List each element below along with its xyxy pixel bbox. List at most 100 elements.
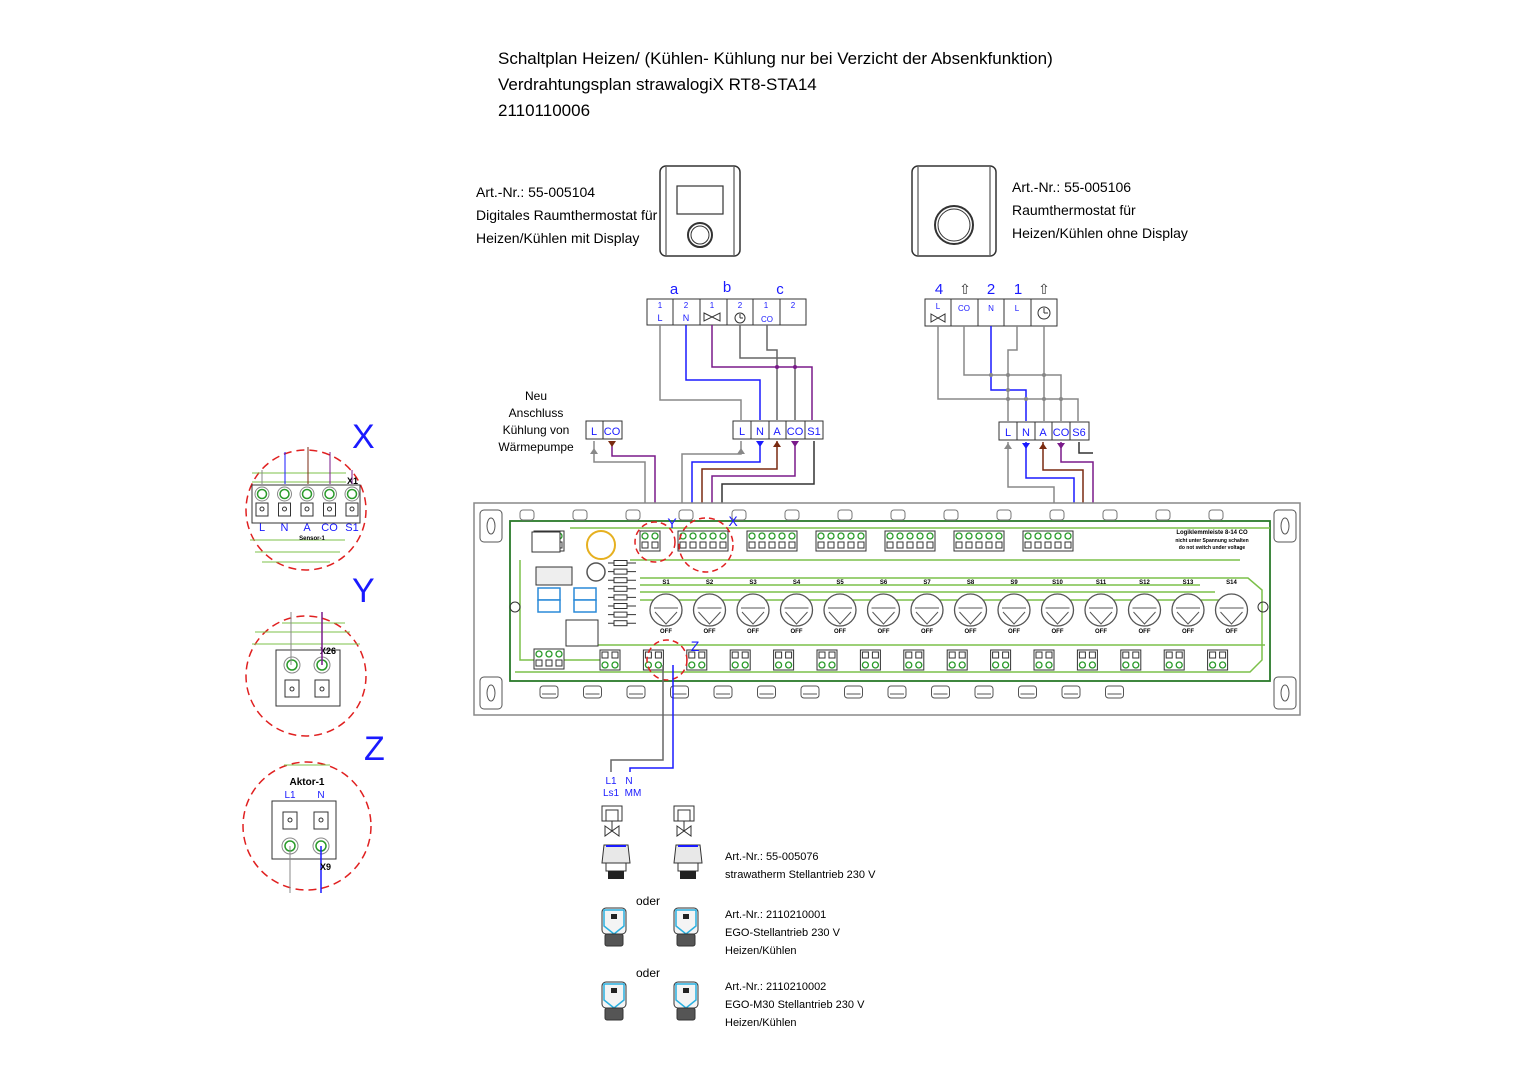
mounting-clip [1102, 509, 1118, 521]
terminal-s1: S1 [807, 426, 820, 438]
led [608, 577, 636, 584]
detail-x-terminal: A [299, 486, 315, 534]
sensor6-terminal-block: L N A CO S6 [998, 421, 1090, 441]
actuator-3-art-nr: Art.-Nr.: 2110210002 [725, 981, 827, 993]
diagram-number: 2110110006 [498, 101, 591, 120]
terminal-a: A [773, 426, 781, 438]
board-warning-de: nicht unter Spannung schalten [1175, 538, 1248, 544]
terminal-label-l: L [657, 313, 662, 323]
wire-label-mm: MM [625, 788, 642, 799]
channel-label: S6 [880, 580, 888, 586]
ego-actuator-icon [601, 981, 627, 1021]
mounting-clip [626, 685, 646, 699]
heatpump-terminal-block: L CO [585, 420, 623, 440]
detail-z-l1: L1 [284, 790, 296, 801]
thermal-actuator-icon [673, 805, 695, 837]
valve-icon [930, 313, 946, 323]
detail-x-terminal: L [254, 486, 270, 534]
wires-to-board-left [590, 441, 815, 535]
thermostat-nodisplay-desc2: Heizen/Kühlen ohne Display [1012, 225, 1188, 241]
led [608, 568, 636, 575]
terminal-co: CO [787, 426, 804, 438]
wire-label-l1: L1 [605, 776, 617, 787]
terminal-label-n: N [683, 313, 690, 323]
detail-z: Aktor-1 L1 N X9 [242, 761, 372, 893]
thermostat-nodisplay-terminals: 4 ⇧ 2 1 ⇧ L CO N L [924, 281, 1058, 327]
channel-label: S2 [706, 580, 714, 586]
mounting-clip [519, 509, 535, 521]
detail-y: X26 [245, 612, 367, 737]
wires-display-thermostat [659, 325, 813, 420]
ego-actuator-icon [601, 907, 627, 947]
detail-x-header: X1 [347, 476, 358, 486]
channel-label: S10 [1052, 580, 1063, 586]
detail-x-label: CO [321, 522, 338, 534]
mounting-clip [1155, 509, 1171, 521]
marker-x: X [728, 513, 738, 529]
connector-power-out [533, 648, 565, 670]
detail-x-footer: Sensor-1 [299, 536, 325, 542]
heatpump-note-line: Anschluss [508, 406, 564, 420]
channel-label: S4 [793, 580, 801, 586]
detail-x-label: L [259, 522, 265, 534]
dial-off-label: OFF [921, 629, 933, 635]
actuator-2-name: EGO-Stellantrieb 230 V [725, 927, 840, 939]
mounting-clip [890, 509, 906, 521]
led [608, 611, 636, 618]
mounting-clip [800, 685, 820, 699]
thermostat-nodisplay-art-nr: Art.-Nr.: 55-005106 [1012, 179, 1132, 195]
terminal-co: CO [604, 426, 621, 438]
connector-actuator [599, 649, 621, 671]
mounting-clip [887, 685, 907, 699]
board-markers: Y X Z [634, 513, 738, 681]
connector-actuator [642, 649, 664, 671]
mounting-clip [583, 685, 602, 699]
thermostat-display-art-nr: Art.-Nr.: 55-005104 [476, 184, 596, 200]
detail-x-label: A [303, 522, 311, 534]
thermostat-nodisplay-desc1: Raumthermostat für [1012, 202, 1136, 218]
clock-icon [734, 312, 746, 324]
mounting-clip [996, 509, 1012, 521]
terminal-num: 1 [658, 301, 663, 310]
diagram-subtitle: Verdrahtungsplan strawalogiX RT8-STA14 [498, 75, 817, 94]
actuator-2-extra: Heizen/Kühlen [725, 945, 797, 957]
channel-label: S1 [662, 580, 670, 586]
mounting-clip [757, 685, 776, 699]
thermal-actuator-icon [601, 805, 623, 837]
detail-x-terminal: S1 [344, 486, 360, 534]
marker-z: Z [691, 638, 700, 654]
mounting-clip [943, 509, 959, 521]
terminal-l: L [1005, 427, 1011, 439]
detail-z-n: N [317, 790, 324, 801]
connector-x26 [639, 530, 661, 552]
wire-label-ls1: Ls1 [603, 788, 620, 799]
oder-label: oder [636, 894, 661, 908]
detail-x-label: S1 [345, 522, 358, 534]
led [608, 585, 636, 592]
detail-y-header: X26 [320, 646, 336, 656]
thermostat-display-device [659, 165, 741, 257]
mounting-clips [539, 685, 1124, 699]
channel-label: S13 [1183, 580, 1194, 586]
mounting-clip [931, 685, 950, 699]
wires-actuator [610, 665, 674, 772]
wires-nodisplay-thermostat [937, 326, 1079, 421]
connector-actuator [903, 649, 925, 671]
dial-off-label: OFF [1226, 629, 1238, 635]
mounting-clip [572, 509, 588, 521]
mounting-clip [678, 509, 694, 521]
